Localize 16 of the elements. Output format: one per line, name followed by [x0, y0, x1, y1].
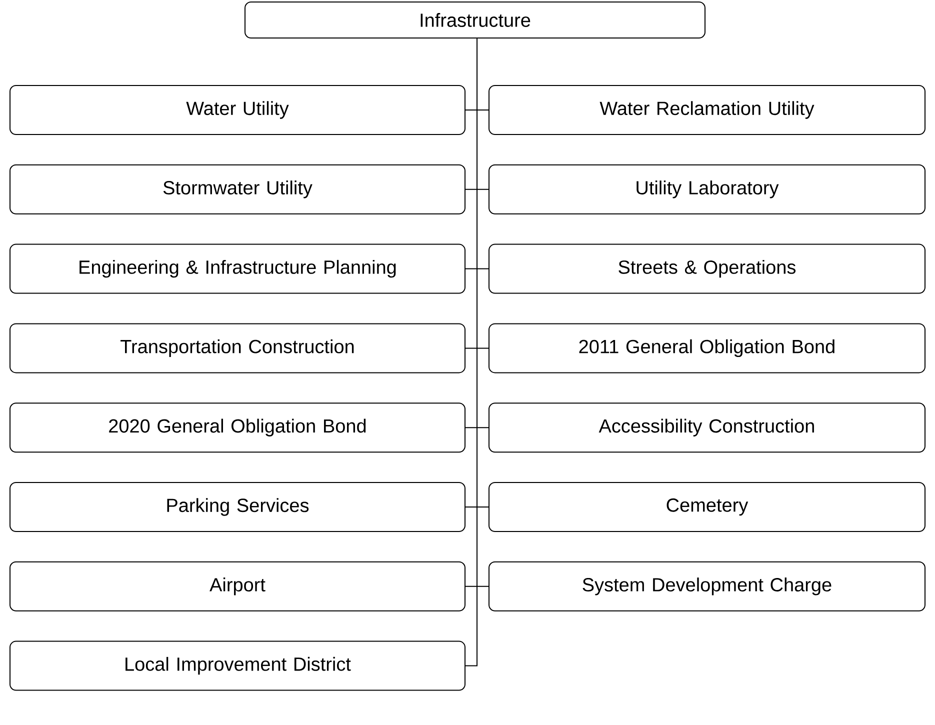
org-box: Utility Laboratory [488, 164, 926, 214]
org-box: Transportation Construction [10, 323, 466, 374]
org-box: 2020 General Obligation Bond [10, 402, 466, 453]
org-box: System Development Charge [488, 561, 926, 612]
org-box: Accessibility Construction [488, 402, 926, 453]
org-box: Airport [10, 561, 466, 612]
org-box: Streets & Operations [488, 244, 926, 294]
org-box: Local Improvement District [10, 640, 466, 691]
org-box: Parking Services [10, 482, 466, 532]
org-box: Cemetery [488, 482, 926, 532]
org-box: Stormwater Utility [10, 164, 466, 214]
org-box: 2011 General Obligation Bond [488, 323, 926, 374]
org-box: Water Utility [10, 85, 466, 135]
root-box: Infrastructure [244, 2, 706, 38]
org-box: Water Reclamation Utility [488, 85, 926, 135]
org-box: Engineering & Infrastructure Planning [10, 244, 466, 294]
